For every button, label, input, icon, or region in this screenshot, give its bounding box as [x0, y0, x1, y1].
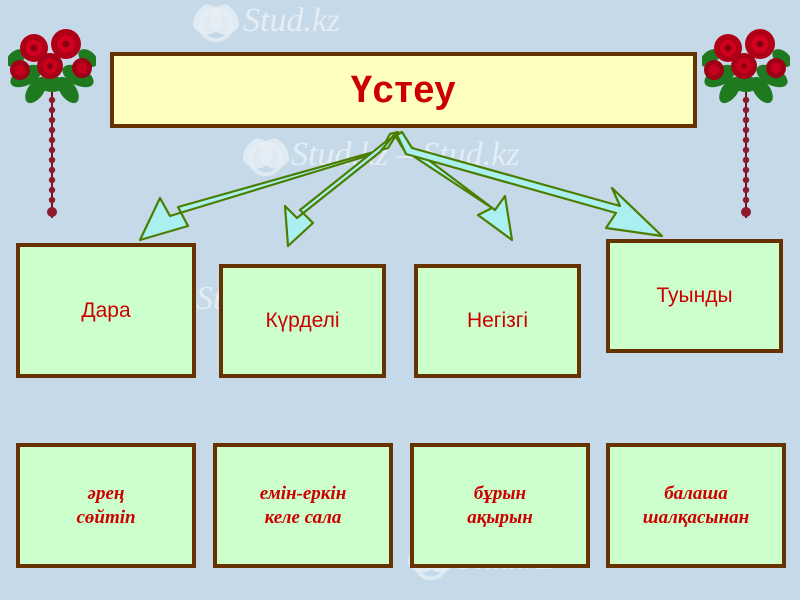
category-box-tuyndy[interactable]: Туынды: [606, 239, 783, 353]
arrow-to-tuyndy: [395, 130, 664, 238]
category-label: Негізгі: [466, 309, 529, 332]
category-box-negizgi[interactable]: Негізгі: [414, 264, 581, 378]
category-box-kurdeli[interactable]: Күрделі: [219, 264, 386, 378]
arrow-to-dara: [138, 130, 400, 242]
category-label: Туынды: [656, 284, 733, 307]
watermark-logo-top: [193, 2, 239, 48]
page-title: Үстеу: [350, 68, 457, 111]
diagram-title-box: Үстеу: [110, 52, 697, 128]
watermark-text: Stud.kz: [243, 2, 341, 39]
category-label: Күрделі: [265, 309, 340, 332]
category-box-dara[interactable]: Дара: [16, 243, 196, 378]
rose-bouquet-right-icon: [702, 29, 790, 218]
category-label: Дара: [81, 298, 131, 322]
arrow-to-negizgi: [394, 131, 514, 242]
arrow-to-kurdeli: [283, 131, 401, 248]
watermark-text: Stud.kz – Stud.kz: [291, 136, 520, 173]
watermark-logo-center: [243, 136, 289, 182]
rose-bouquet-left-icon: [8, 29, 96, 218]
